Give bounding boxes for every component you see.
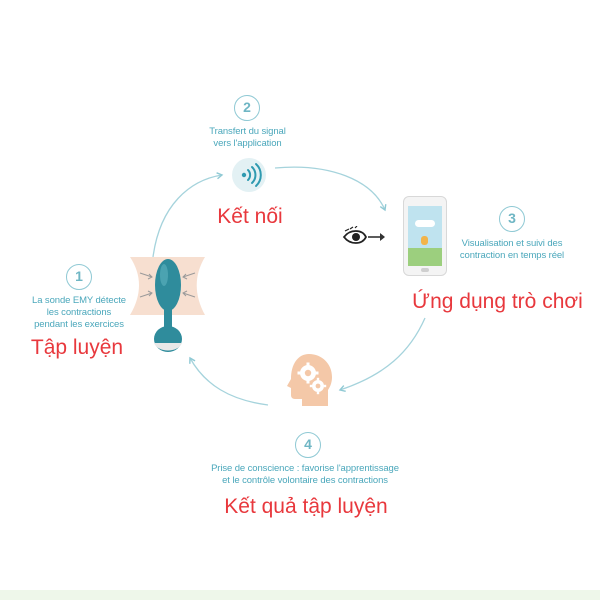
game-character (421, 236, 428, 245)
eye-icon (342, 225, 390, 255)
bottom-strip (0, 590, 600, 600)
step-2-number: 2 (234, 95, 260, 121)
step-3-description: Visualisation et suivi des contraction e… (459, 238, 565, 261)
emy-probe-icon (130, 257, 205, 352)
wireless-signal-icon (232, 158, 266, 192)
head-gears-icon (287, 354, 332, 406)
phone-screen (408, 206, 442, 266)
step-3-number: 3 (499, 206, 525, 232)
game-cloud (415, 220, 435, 227)
phone-home-button (421, 268, 429, 272)
signal-waves (241, 163, 262, 187)
arrow-4-to-1 (189, 356, 269, 406)
arrow-1-to-2 (152, 172, 224, 258)
game-ground (408, 248, 442, 266)
step-1-number: 1 (66, 264, 92, 290)
step-2-label: Kết nối (217, 205, 283, 228)
step-4-description: Prise de conscience : favorise l'apprent… (211, 463, 399, 486)
step-4-label: Kết quả tập luyện (224, 495, 388, 518)
step-2-description: Transfert du signal vers l'application (209, 126, 286, 149)
step-1-description: La sonde EMY détecte les contractions pe… (32, 295, 126, 330)
arrow-3-to-4 (338, 317, 426, 392)
eye-arrow-graphic (342, 225, 385, 244)
step-3-label: Ứng dụng trò chơi (412, 290, 583, 313)
arrow-2-to-3 (274, 166, 387, 212)
step-1-label: Tập luyện (30, 336, 124, 359)
smartphone-app-icon (403, 196, 447, 276)
step-4-number: 4 (295, 432, 321, 458)
